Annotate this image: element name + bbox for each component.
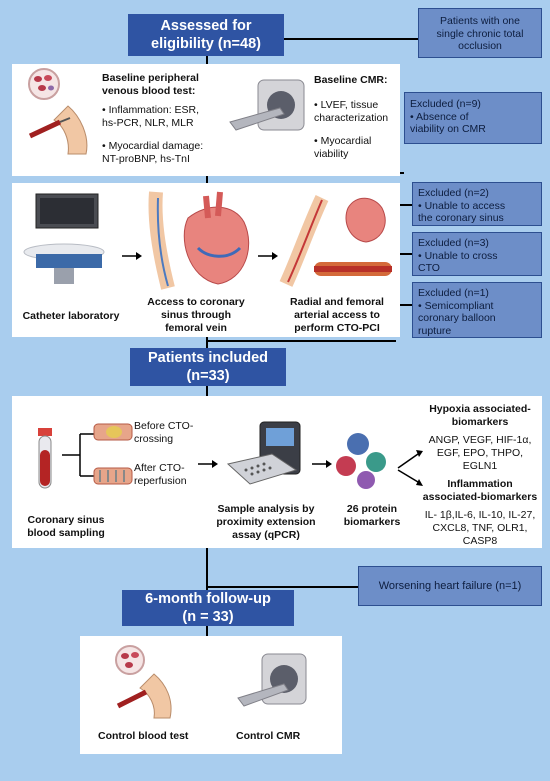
protein-line1: 26 protein <box>346 503 398 515</box>
included-line2: (n=33) <box>186 368 230 384</box>
occlusion-line3: occlusion <box>458 40 502 52</box>
occlusion-line2: single chronic total <box>436 27 524 40</box>
pea-line3: assay (qPCR) <box>232 529 300 541</box>
after-line1: After CTO- <box>134 462 185 474</box>
radial-line1: Radial and femoral <box>290 296 384 308</box>
flow-line-bottom <box>206 622 208 642</box>
sinus-line3: femoral vein <box>165 322 227 334</box>
bracket-tick-2 <box>396 204 412 206</box>
split-arrows <box>397 450 423 486</box>
excluded-3-line1: Excluded (n=3) <box>418 237 489 249</box>
excluded-9-box: Excluded (n=9) • Absence of viability on… <box>404 92 542 144</box>
myo-line1: • Myocardial damage: <box>102 140 204 152</box>
cath-lab-label: Catheter laboratory <box>22 310 120 322</box>
excluded-3-line2: • Unable to cross <box>418 249 498 262</box>
inf-line3: CASP8 <box>462 535 498 547</box>
followup-header: 6-month follow-up (n = 33) <box>122 590 294 626</box>
excluded-1-line2: • Semicompliant <box>418 299 494 312</box>
assessed-header: Assessed for eligibility (n=48) <box>128 14 284 56</box>
hyp-line2: EGF, EPO, THPO, <box>436 447 524 459</box>
sinus-line1: Access to coronary <box>147 296 245 308</box>
control-cmr-label: Control CMR <box>236 730 301 742</box>
radial-line2: arterial access to <box>294 309 380 321</box>
myo-line2: NT-proBNP, hs-TnI <box>102 153 190 165</box>
inf-line2: CXCL8, TNF, OLR1, <box>432 522 528 534</box>
connector-cath <box>206 340 396 342</box>
cmr-via1: • Myocardial <box>314 135 372 147</box>
connector-occlusion <box>284 38 420 40</box>
qpcr-machine-icon <box>226 421 301 485</box>
excluded-2-line1: Excluded (n=2) <box>418 187 489 199</box>
excluded-1-line1: Excluded (n=1) <box>418 287 489 299</box>
protein-line2: biomarkers <box>343 516 401 528</box>
hyp-title1: Hypoxia associated- <box>429 403 531 415</box>
catheter-lab-illustration <box>23 193 105 284</box>
before-line2: crossing <box>134 433 174 445</box>
protein-biomarkers-icon <box>336 433 386 489</box>
occluded-vessel-icon <box>93 423 133 441</box>
excluded-2-line2: • Unable to access <box>418 199 506 212</box>
worsening-label: Worsening heart failure (n=1) <box>378 579 522 592</box>
hyp-line1: ANGP, VEGF, HIF-1α, <box>428 434 532 446</box>
blood-tube-icon <box>38 428 52 489</box>
occlusion-line1: Patients with one <box>440 15 520 27</box>
sampling-bracket <box>62 433 96 477</box>
assessed-line2: eligibility (n=48) <box>151 36 261 52</box>
followup-line1: 6-month follow-up <box>145 591 271 607</box>
control-blood-label: Control blood test <box>98 730 189 742</box>
excluded-2-line3: the coronary sinus <box>418 212 504 224</box>
side-one-occlusion: Patients with one single chronic total o… <box>418 8 542 58</box>
excluded-9-line1: Excluded (n=9) <box>410 98 481 110</box>
blood-sample-illustration <box>28 68 88 155</box>
pea-line1: Sample analysis by <box>217 503 315 515</box>
connector-worsening <box>206 586 358 588</box>
followup-line2: (n = 33) <box>182 609 234 625</box>
cs-line1: Coronary sinus <box>27 514 105 526</box>
sinus-line2: sinus through <box>161 309 231 321</box>
heart-vein-illustration <box>148 191 250 290</box>
cs-line2: blood sampling <box>27 527 105 539</box>
cmr-lvef1: • LVEF, tissue <box>314 99 379 111</box>
control-cmr-icon <box>237 653 307 707</box>
excluded-1-line3: coronary balloon <box>418 312 496 324</box>
arrow-2 <box>258 252 278 260</box>
infl-line2: hs-PCR, NLR, MLR <box>102 117 194 129</box>
reperfused-vessel-icon <box>93 467 133 485</box>
cmr-via2: viability <box>314 148 349 160</box>
cmr-lvef2: characterization <box>314 112 389 124</box>
baseline-blood-title2: venous blood test: <box>102 85 196 97</box>
excluded-3-line3: CTO <box>418 262 440 274</box>
after-line2: reperfusion <box>134 475 187 487</box>
excluded-2-box: Excluded (n=2) • Unable to access the co… <box>412 182 542 226</box>
worsening-box: Worsening heart failure (n=1) <box>358 566 542 606</box>
assessed-line1: Assessed for <box>160 18 252 34</box>
included-line1: Patients included <box>147 350 269 366</box>
bracket-tick-3 <box>396 253 412 255</box>
excluded-9-line3: viability on CMR <box>410 123 486 135</box>
arrow-4 <box>312 460 332 468</box>
hyp-title2: biomarkers <box>451 416 509 428</box>
hyp-line3: EGLN1 <box>462 460 498 472</box>
included-header: Patients included (n=33) <box>130 348 286 386</box>
before-line1: Before CTO- <box>134 420 194 432</box>
excluded-1-box: Excluded (n=1) • Semicompliant coronary … <box>412 282 542 338</box>
arrow-3 <box>198 460 218 468</box>
excluded-9-line2: • Absence of <box>410 110 469 123</box>
control-blood-illustration <box>115 645 172 719</box>
inf-line1: IL- 1β,IL-6, IL-10, IL-27, <box>424 509 536 521</box>
radial-line3: perform CTO-PCI <box>294 322 380 334</box>
baseline-blood-title1: Baseline peripheral <box>102 72 199 84</box>
arrow-1 <box>122 252 142 260</box>
pea-line2: proximity extension <box>216 516 316 528</box>
infl-line1: • Inflammation: ESR, <box>102 104 200 116</box>
excluded-1-line4: rupture <box>418 324 452 337</box>
bracket-tick-1 <box>396 304 412 306</box>
excluded-3-box: Excluded (n=3) • Unable to cross CTO <box>412 232 542 276</box>
inf-title2: associated-biomarkers <box>422 491 538 503</box>
arterial-access-illustration <box>279 195 392 287</box>
inf-title1: Inflammation <box>447 478 513 490</box>
cmr-title: Baseline CMR: <box>314 74 388 86</box>
cmr-scanner-icon <box>229 79 305 131</box>
